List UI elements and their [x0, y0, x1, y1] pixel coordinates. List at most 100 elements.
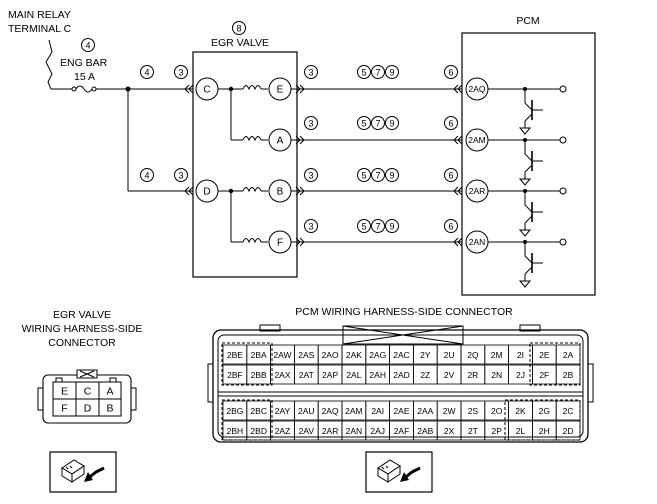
svg-text:2AR: 2AR — [469, 186, 486, 196]
pcm-pin-label: 2D — [563, 426, 574, 436]
wire-note-marker: 4 — [140, 168, 154, 182]
coil-symbol — [242, 238, 268, 244]
svg-text:3: 3 — [308, 68, 313, 78]
pcm-pin-label: 2U — [444, 350, 455, 360]
pcm-pin-label: 2Z — [420, 370, 430, 380]
pcm-pin-label: 2BG — [226, 406, 243, 416]
coil-symbol — [242, 85, 268, 91]
pcm-pin-label: 2BC — [250, 406, 267, 416]
egr-node-e: E — [268, 77, 292, 101]
svg-text:5: 5 — [361, 171, 366, 181]
pcm-pin-label: 2AZ — [275, 426, 291, 436]
pcm-pin-cell — [555, 364, 581, 385]
pcm-box — [461, 32, 596, 296]
svg-text:9: 9 — [389, 222, 394, 232]
fuse-label-line2: 15 A — [74, 71, 95, 83]
pcm-pin-label: 2AL — [346, 370, 361, 380]
pcm-pin-label: 2AD — [393, 370, 410, 380]
svg-text:9: 9 — [389, 171, 394, 181]
egr-node-b: B — [268, 179, 292, 203]
egr-node-d: D — [195, 179, 219, 203]
coil-symbol — [242, 187, 268, 193]
svg-text:5: 5 — [361, 68, 366, 78]
svg-text:7: 7 — [375, 171, 380, 181]
egr-pin-a: A — [106, 386, 113, 398]
pcm-pin-label: 2K — [515, 406, 526, 416]
pcm-pin-label: 2AW — [273, 350, 291, 360]
pcm-pin-label: 2AO — [322, 350, 339, 360]
wire-note-marker: 4 — [140, 65, 154, 79]
pcm-pin-label: 2AP — [322, 370, 338, 380]
pcm-pin-label: 2AH — [369, 370, 386, 380]
pcm-connector-title: PCM WIRING HARNESS-SIDE CONNECTOR — [295, 306, 513, 318]
svg-text:5: 5 — [361, 222, 366, 232]
egr-connector-title-2: WIRING HARNESS-SIDE — [22, 323, 143, 335]
svg-text:4: 4 — [85, 41, 90, 51]
egr-valve-title: EGR VALVE — [211, 37, 269, 49]
coil-symbol — [242, 136, 268, 142]
svg-text:3: 3 — [308, 222, 313, 232]
pcm-pin-label: 2BD — [250, 426, 267, 436]
egr-pin-d: D — [84, 403, 92, 415]
pcm-pin-label: 2AA — [417, 406, 433, 416]
svg-text:F: F — [277, 238, 283, 249]
svg-text:8: 8 — [236, 24, 241, 34]
pcm-pin-cell — [555, 400, 581, 421]
pcm-pin-label: 2L — [516, 426, 526, 436]
pcm-terminal-2an: 2AN — [465, 230, 489, 254]
transistor-driver — [488, 85, 567, 135]
relay-label-line1: MAIN RELAY — [8, 9, 71, 21]
svg-text:D: D — [203, 187, 210, 198]
pcm-pin-label: 2I — [517, 350, 524, 360]
pcm-pin-label: 2T — [468, 426, 478, 436]
svg-text:9: 9 — [389, 68, 394, 78]
pcm-pin-label: 2H — [539, 426, 550, 436]
pcm-pin-label: 2AF — [394, 426, 410, 436]
wire-note-row: 3 5 7 9 6 — [304, 219, 458, 233]
egr-note-marker: 8 — [232, 21, 246, 35]
pcm-pin-label: 2Y — [420, 350, 431, 360]
svg-text:3: 3 — [308, 119, 313, 129]
pcm-pin-label: 2AR — [322, 426, 339, 436]
svg-text:5: 5 — [361, 119, 366, 129]
relay-label-line2: TERMINAL C — [8, 23, 72, 35]
pcm-pin-label: 2BE — [227, 350, 243, 360]
wire-note-marker: 3 — [174, 65, 188, 79]
pcm-pin-label: 2E — [539, 350, 550, 360]
relay-lead-wire — [45, 39, 53, 90]
svg-text:7: 7 — [375, 68, 380, 78]
transistor-driver — [488, 136, 567, 186]
egr-connector-title-3: CONNECTOR — [48, 337, 116, 349]
svg-text:6: 6 — [448, 222, 453, 232]
pcm-pin-label: 2AY — [275, 406, 291, 416]
pcm-pin-label: 2O — [491, 406, 503, 416]
svg-text:4: 4 — [144, 171, 149, 181]
svg-text:3: 3 — [178, 171, 183, 181]
harness-view-icon — [365, 451, 433, 493]
pcm-pin-label: 2Q — [467, 350, 479, 360]
pcm-pin-label: 2BH — [227, 426, 244, 436]
egr-pin-c: C — [84, 386, 92, 398]
pcm-pin-label: 2M — [491, 350, 503, 360]
pcm-pin-label: 2S — [468, 406, 479, 416]
pcm-pin-label: 2AE — [393, 406, 409, 416]
egr-pin-b: B — [106, 403, 113, 415]
pcm-pin-label: 2AB — [417, 426, 433, 436]
fuse-symbol — [71, 85, 97, 93]
svg-text:E: E — [277, 85, 284, 96]
pcm-pin-label: 2AX — [274, 370, 290, 380]
wire-note-marker: 3 — [174, 168, 188, 182]
pcm-pin-label: 2F — [539, 370, 549, 380]
pcm-pin-label: 2BB — [251, 370, 267, 380]
transistor-driver — [488, 187, 567, 237]
pcm-connector-shell — [207, 324, 594, 443]
pcm-pin-label: 2A — [563, 350, 574, 360]
pcm-pin-label: 2AT — [299, 370, 314, 380]
svg-text:2AQ: 2AQ — [468, 84, 485, 94]
pcm-pin-label: 2G — [539, 406, 550, 416]
svg-text:9: 9 — [389, 119, 394, 129]
svg-text:A: A — [277, 136, 284, 147]
svg-text:7: 7 — [375, 119, 380, 129]
